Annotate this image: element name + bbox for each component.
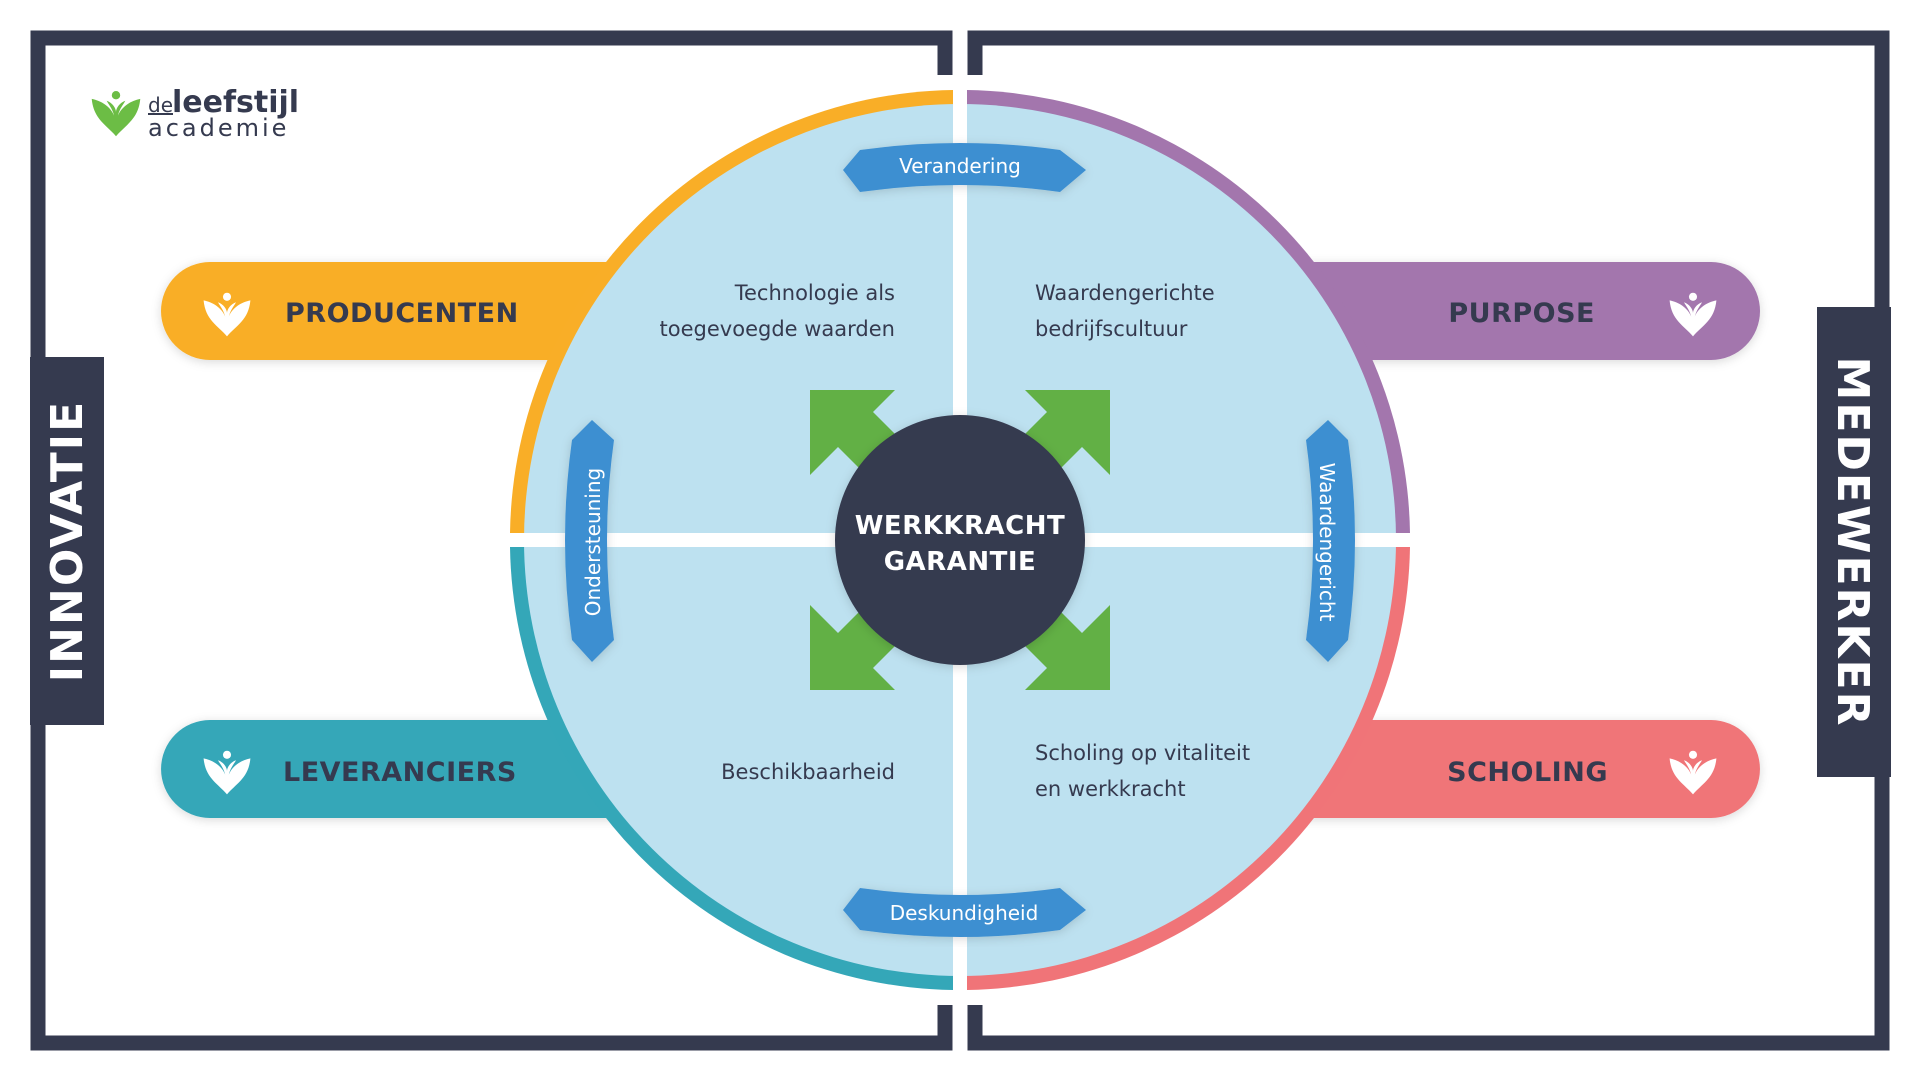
quadrant-text: Scholing op vitaliteit (1035, 741, 1250, 765)
quadrant-text: en werkkracht (1035, 777, 1186, 801)
bar-label: PURPOSE (1448, 298, 1595, 329)
bar-label: SCHOLING (1447, 757, 1608, 788)
center-circle: WERKKRACHT GARANTIE (835, 415, 1085, 665)
badge-left: Ondersteuning (565, 420, 614, 662)
logo: de leefstijl academie (91, 85, 299, 142)
bar-leveranciers[interactable]: LEVERANCIERS (161, 720, 660, 818)
bar-label: PRODUCENTEN (285, 298, 519, 329)
bar-producenten[interactable]: PRODUCENTEN (161, 262, 660, 360)
badge-label: Verandering (899, 154, 1021, 178)
side-label-left-text: INNOVATIE (42, 400, 93, 682)
quadrant-text: Beschikbaarheid (721, 760, 895, 784)
quadrant-bottom-left: Beschikbaarheid (721, 760, 895, 784)
badge-label: Ondersteuning (581, 468, 605, 617)
logo-subtitle: academie (148, 114, 289, 142)
side-label-right-text: MEDEWERKER (1827, 357, 1878, 728)
badge-label: Waardengericht (1315, 463, 1339, 622)
side-label-innovatie: INNOVATIE (30, 357, 104, 725)
quadrant-top-right: Waardengerichte bedrijfscultuur (1035, 281, 1215, 341)
quadrant-text: bedrijfscultuur (1035, 317, 1188, 341)
quadrant-top-left: Technologie als toegevoegde waarden (660, 281, 895, 341)
bar-purpose[interactable]: PURPOSE (1260, 262, 1760, 360)
side-label-medewerker: MEDEWERKER (1817, 307, 1891, 777)
badge-top: Verandering (843, 143, 1086, 192)
bar-label: LEVERANCIERS (283, 757, 517, 788)
bar-scholing[interactable]: SCHOLING (1260, 720, 1760, 818)
badge-label: Deskundigheid (890, 901, 1039, 925)
badge-bottom: Deskundigheid (843, 888, 1086, 937)
center-title-line2: GARANTIE (884, 547, 1037, 577)
quadrant-bottom-right: Scholing op vitaliteit en werkkracht (1035, 741, 1250, 801)
quadrant-text: toegevoegde waarden (660, 317, 895, 341)
badge-right: Waardengericht (1306, 420, 1355, 662)
leaf-person-icon (91, 91, 141, 137)
quadrant-text: Waardengerichte (1035, 281, 1215, 305)
quadrant-text: Technologie als (734, 281, 895, 305)
logo-name: leefstijl (172, 85, 299, 120)
logo-prefix: de (148, 93, 173, 117)
center-title-line1: WERKKRACHT (855, 511, 1065, 541)
